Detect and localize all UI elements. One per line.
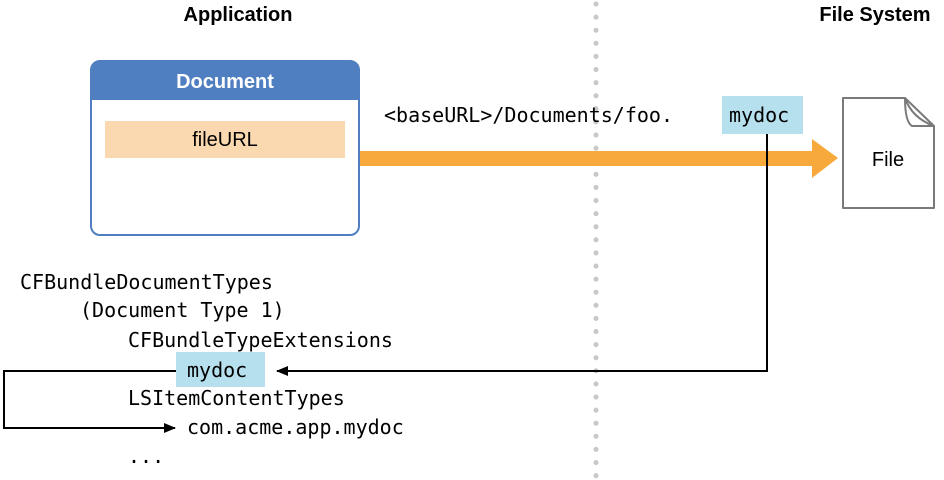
plist-type-extensions: CFBundleTypeExtensions bbox=[128, 328, 393, 352]
plist-extension-highlight bbox=[176, 352, 265, 387]
plist-document-type: (Document Type 1) bbox=[80, 298, 285, 322]
plist-ellipsis: ... bbox=[128, 444, 164, 468]
fileurl-label: fileURL bbox=[192, 129, 258, 151]
extension-match-connector bbox=[276, 134, 768, 376]
fileurl-to-file-arrow bbox=[360, 139, 838, 178]
application-header: Application bbox=[184, 4, 293, 26]
plist-document-types: CFBundleDocumentTypes bbox=[20, 270, 273, 294]
url-path-extension: mydoc bbox=[729, 103, 789, 127]
plist-content-types: LSItemContentTypes bbox=[128, 386, 345, 410]
document-title: Document bbox=[176, 71, 274, 93]
url-extension-highlight bbox=[722, 96, 803, 134]
file-icon: File bbox=[842, 97, 935, 209]
url-path-prefix: <baseURL>/Documents/foo. bbox=[384, 103, 673, 127]
document-box: Document fileURL bbox=[90, 60, 360, 236]
file-icon-label: File bbox=[872, 149, 904, 171]
fileurl-field bbox=[105, 121, 345, 158]
file-system-header: File System bbox=[819, 4, 930, 26]
extension-to-content-type-connector bbox=[3, 370, 176, 433]
plist-content-type-value: com.acme.app.mydoc bbox=[187, 415, 404, 439]
plist-extension-value: mydoc bbox=[187, 358, 247, 382]
